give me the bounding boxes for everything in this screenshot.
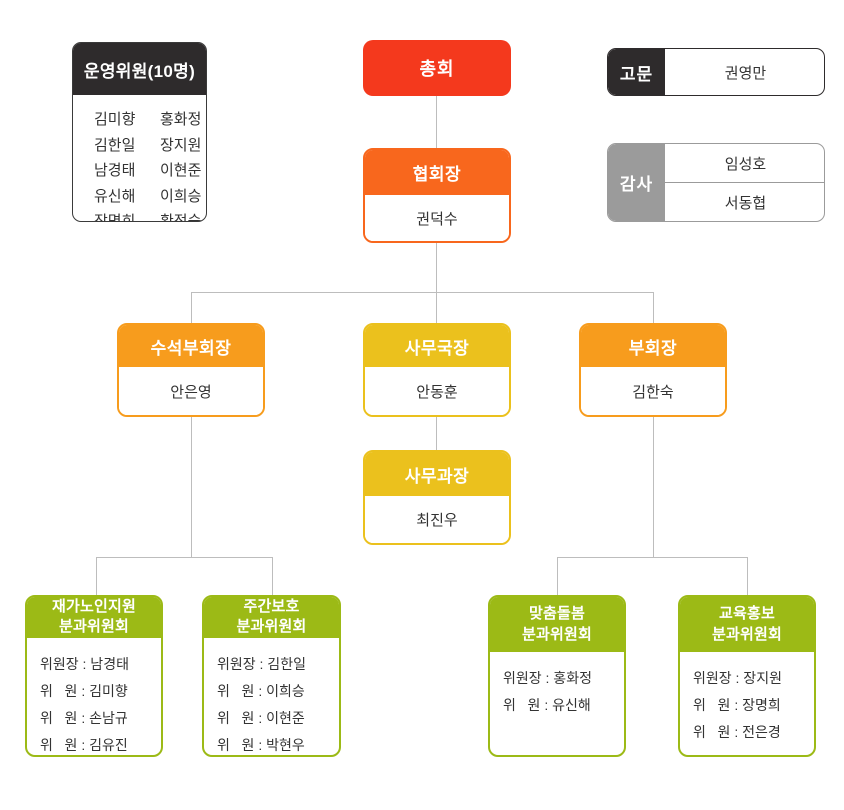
committee-members: 위원장 : 남경태 위 원 : 김미향 위 원 : 손남규 위 원 : 김유진 [27, 638, 161, 756]
committee-title-line2: 분과위원회 [711, 625, 782, 643]
auditor-label: 감사 [608, 144, 665, 221]
connector-line [557, 557, 747, 558]
committee-members: 위원장 : 홍화정 위 원 : 유신해 [490, 652, 624, 719]
member-name: 김한일 [94, 136, 136, 154]
committee-title-line2: 분과위원회 [58, 618, 129, 636]
section-chief-box: 사무과장 최진우 [363, 450, 511, 545]
committee-title-line1: 주간보호 [243, 598, 300, 615]
section-chief-name: 최진우 [365, 496, 509, 543]
auditor-box: 감사 임성호 서동협 [607, 143, 825, 222]
committee-title-line2: 분과위원회 [236, 618, 307, 636]
member-row: 김한일 장지원 [94, 133, 206, 159]
committee-member: 위 원 : 이희승 [217, 682, 305, 699]
general-assembly-title: 총회 [419, 59, 455, 79]
member-name: 황정숙 [160, 213, 202, 222]
steering-committee-members: 김미향 홍화정 김한일 장지원 남경태 이현준 유신해 이희승 장명희 황정숙 [73, 95, 206, 222]
vice-president-title: 부회장 [581, 325, 725, 367]
committee-member: 위 원 : 이현준 [217, 709, 305, 726]
connector-line [96, 557, 97, 595]
connector-line [436, 96, 437, 148]
connector-line [191, 292, 653, 293]
vice-president-name: 김한숙 [581, 367, 725, 415]
connector-line [653, 292, 654, 323]
connector-line [191, 417, 192, 557]
committee-title-line2: 분과위원회 [521, 625, 592, 643]
member-name: 장명희 [94, 213, 136, 222]
connector-line [436, 292, 437, 323]
president-name: 권덕수 [365, 195, 509, 241]
committee-member: 위 원 : 김유진 [40, 736, 128, 753]
vice-president-box: 부회장 김한숙 [579, 323, 727, 417]
president-box: 협회장 권덕수 [363, 148, 511, 243]
committee-member: 위 원 : 손남규 [40, 709, 128, 726]
advisor-label: 고문 [608, 49, 665, 95]
member-name: 이희승 [160, 187, 202, 205]
committee-box-customized-care: 맞춤돌봄 분과위원회 위원장 : 홍화정 위 원 : 유신해 [488, 595, 626, 757]
connector-line [272, 557, 273, 595]
connector-line [96, 557, 272, 558]
auditor-name: 임성호 [724, 155, 767, 173]
committee-title: 주간보호 분과위원회 [204, 597, 339, 638]
committee-member: 위원장 : 김한일 [217, 655, 306, 672]
member-name: 장지원 [160, 136, 202, 154]
connector-line [747, 557, 748, 595]
member-row: 유신해 이희승 [94, 184, 206, 210]
member-row: 장명희 황정숙 [94, 209, 206, 222]
connector-line [653, 417, 654, 557]
secretary-general-box: 사무국장 안동훈 [363, 323, 511, 417]
committee-title: 맞춤돌봄 분과위원회 [490, 597, 624, 652]
senior-vice-president-box: 수석부회장 안은영 [117, 323, 265, 417]
member-name: 이현준 [160, 162, 202, 179]
advisor-name: 권영만 [724, 64, 767, 82]
committee-member: 위 원 : 전은경 [693, 724, 781, 740]
secretary-general-name: 안동훈 [365, 367, 509, 415]
auditor-name: 서동협 [665, 182, 824, 221]
committee-title-line1: 재가노인지원 [51, 598, 136, 615]
president-title: 협회장 [365, 150, 509, 195]
committee-member: 위원장 : 장지원 [693, 670, 782, 686]
committee-member: 위 원 : 김미향 [40, 682, 128, 699]
committee-member: 위 원 : 장명희 [693, 697, 781, 713]
member-row: 남경태 이현준 [94, 158, 206, 184]
committee-box-home-senior-support: 재가노인지원 분과위원회 위원장 : 남경태 위 원 : 김미향 위 원 : 손… [25, 595, 163, 757]
committee-title-line1: 맞춤돌봄 [528, 605, 585, 623]
advisor-box: 고문 권영만 [607, 48, 825, 96]
committee-member: 위원장 : 홍화정 [503, 670, 592, 686]
committee-title-line1: 교육홍보 [718, 605, 775, 623]
committee-box-education-pr: 교육홍보 분과위원회 위원장 : 장지원 위 원 : 장명희 위 원 : 전은경 [678, 595, 816, 757]
secretary-general-title: 사무국장 [365, 325, 509, 367]
committee-box-day-care: 주간보호 분과위원회 위원장 : 김한일 위 원 : 이희승 위 원 : 이현준… [202, 595, 341, 757]
committee-members: 위원장 : 김한일 위 원 : 이희승 위 원 : 이현준 위 원 : 박현우 [204, 638, 339, 756]
connector-line [436, 417, 437, 450]
committee-title: 재가노인지원 분과위원회 [27, 597, 161, 638]
senior-vice-president-name: 안은영 [119, 367, 263, 415]
section-chief-title: 사무과장 [365, 452, 509, 496]
steering-committee-title: 운영위원(10명) [73, 43, 206, 95]
member-name: 남경태 [94, 162, 136, 179]
steering-committee-box: 운영위원(10명) 김미향 홍화정 김한일 장지원 남경태 이현준 유신해 이희승 장명… [72, 42, 207, 222]
connector-line [557, 557, 558, 595]
committee-member: 위원장 : 남경태 [40, 655, 129, 672]
member-name: 홍화정 [160, 111, 202, 128]
member-row: 김미향 홍화정 [94, 107, 206, 133]
connector-line [191, 292, 192, 323]
senior-vice-president-title: 수석부회장 [119, 325, 263, 367]
committee-member: 위 원 : 유신해 [503, 697, 591, 713]
committee-member: 위 원 : 박현우 [217, 736, 305, 753]
committee-members: 위원장 : 장지원 위 원 : 장명희 위 원 : 전은경 [680, 652, 814, 746]
general-assembly-box: 총회 [363, 40, 511, 96]
connector-line [436, 243, 437, 292]
member-name: 유신해 [94, 187, 136, 205]
committee-title: 교육홍보 분과위원회 [680, 597, 814, 652]
member-name: 김미향 [94, 111, 136, 128]
